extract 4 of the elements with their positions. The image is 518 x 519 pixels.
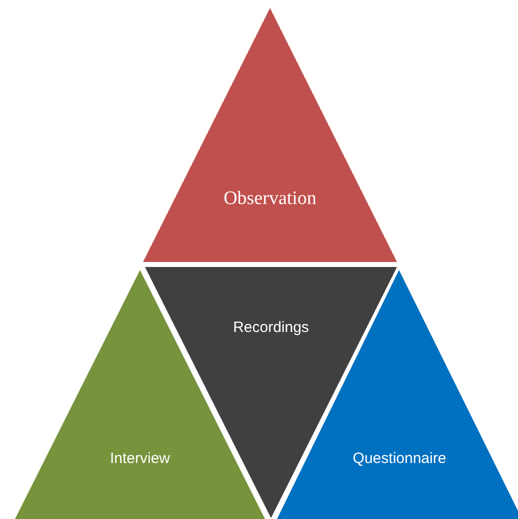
triangle-label: Observation (222, 188, 318, 210)
triangle-label: Interview (108, 450, 172, 467)
triangle-label: Recordings (232, 319, 310, 336)
triangle-label: Questionnaire (352, 450, 448, 467)
